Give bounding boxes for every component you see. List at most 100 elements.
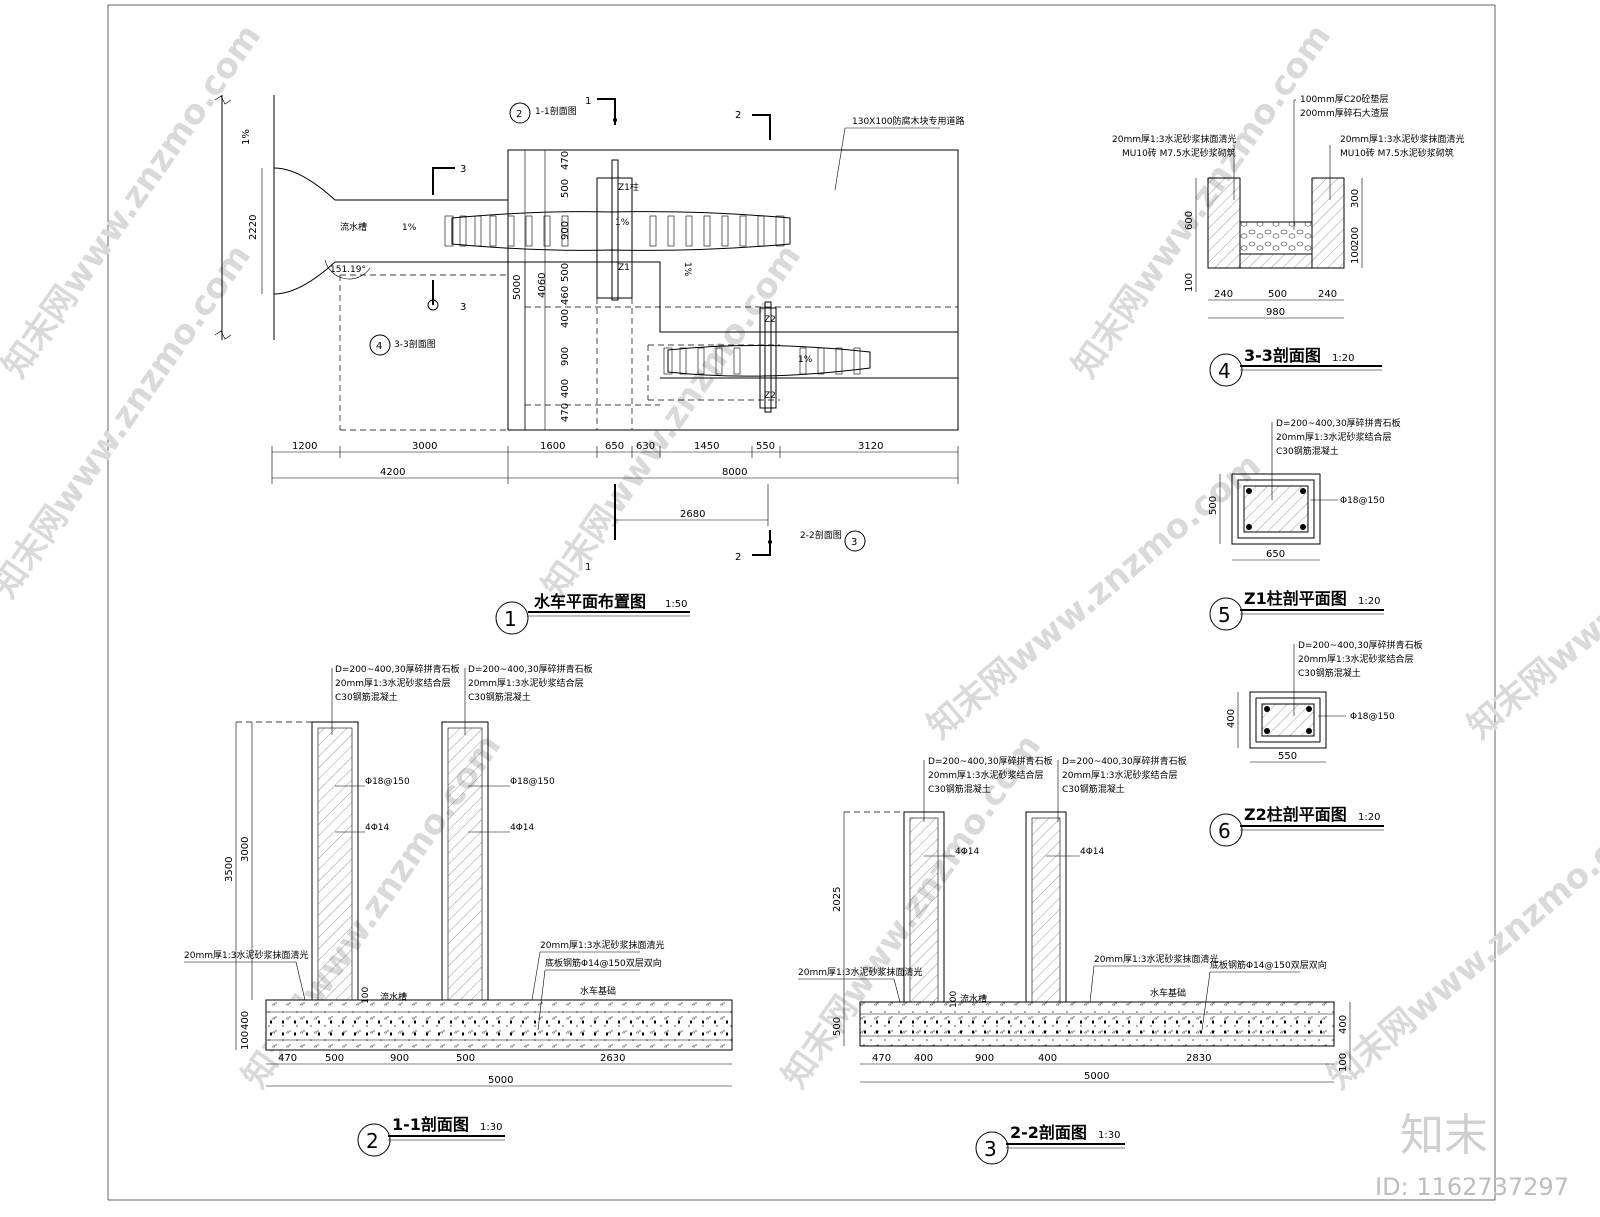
section-cut-3: 3 3 4 3-3剖面图 <box>369 164 466 356</box>
note: D=200~400,30厚碎拼青石板 <box>468 663 593 675</box>
note: D=200~400,30厚碎拼青石板 <box>928 755 1053 767</box>
note: 20mm厚1:3水泥砂浆结合层 <box>928 769 1043 781</box>
ref-bubble: 4 <box>376 341 382 352</box>
dim-label: 500 <box>560 179 571 198</box>
dim-label: 5000 <box>488 1075 513 1086</box>
wheel-paddles-1 <box>444 215 785 247</box>
image-id: ID: 1162737297 <box>1375 1173 1569 1201</box>
drawing-scale: 1:50 <box>665 599 687 610</box>
watermark: 知末网www.znzmo.com <box>535 237 809 605</box>
column-label: Z2 <box>764 391 776 401</box>
ref-bubble: 3 <box>851 537 857 548</box>
drawing-scale: 1:30 <box>480 1122 502 1133</box>
cut-label: 1 <box>585 96 591 107</box>
dim-label: 4060 <box>537 273 548 298</box>
dim-label: 470 <box>560 151 571 170</box>
dim-label: 470 <box>560 403 571 422</box>
note: C30钢筋混凝土 <box>928 783 991 795</box>
drawing-number: 2 <box>366 1129 379 1153</box>
drawing-title: 2-2剖面图 <box>1010 1123 1087 1142</box>
note: 水车基础 <box>580 985 616 997</box>
rebar-label: 4Φ14 <box>510 823 535 833</box>
dim-label: 550 <box>1278 751 1297 762</box>
drawing-title: 水车平面布置图 <box>534 592 646 611</box>
drawing-number: 4 <box>1218 359 1231 383</box>
angle-label: 151.19° <box>330 265 366 275</box>
drawing-title: 3-3剖面图 <box>1244 346 1321 365</box>
section-3-3: 100mm厚C20砼垫层 200mm厚碎石大渣层 20mm厚1:3水泥砂浆抹面清… <box>1112 93 1464 387</box>
dim-label: 100 <box>1350 245 1361 264</box>
rebar-label: 4Φ14 <box>955 847 980 857</box>
plan-view: 2220 1% 流水槽 1% 151.19° <box>214 95 965 635</box>
drawing-number: 5 <box>1218 603 1231 627</box>
watermark: 知末网www.znzmo.com <box>1065 17 1339 385</box>
rebar-dots <box>270 1020 728 1036</box>
slope-label: 1% <box>241 129 252 145</box>
note: C30钢筋混凝土 <box>468 691 531 703</box>
section-2-2: D=200~400,30厚碎拼青石板 20mm厚1:3水泥砂浆结合层 C30钢筋… <box>798 755 1351 1165</box>
drawing-scale: 1:20 <box>1332 353 1354 364</box>
note: D=200~400,30厚碎拼青石板 <box>335 663 460 675</box>
dim-label: 900 <box>390 1053 409 1064</box>
note: 底板钢筋Φ14@150双层双向 <box>1210 959 1327 971</box>
rebar-label: Φ18@150 <box>1350 712 1395 722</box>
dim-label: 470 <box>872 1053 891 1064</box>
note: 20mm厚1:3水泥砂浆抹面清光 <box>1112 133 1236 145</box>
drawing-number: 1 <box>504 607 517 631</box>
column-label: Z2 <box>764 315 776 325</box>
channel-label: 流水槽 <box>340 221 367 233</box>
watermark: 知末网www.znzmo.com <box>0 237 259 605</box>
dim-label: 500 <box>456 1053 475 1064</box>
dim-label: 100 <box>361 987 371 1004</box>
slope-label: 1% <box>402 223 417 233</box>
note: 20mm厚1:3水泥砂浆抹面清光 <box>1340 133 1464 145</box>
rebar-label: 4Φ14 <box>365 823 390 833</box>
board-label: 130X100防腐木块专用道路 <box>852 115 965 127</box>
note: 200mm厚碎石大渣层 <box>1300 107 1389 119</box>
dim-label: 400 <box>1226 709 1237 728</box>
rebar-label: 4Φ14 <box>1080 847 1105 857</box>
note: MU10砖 M7.5水泥砂浆砌筑 <box>1122 147 1236 159</box>
dim-label: 500 <box>325 1053 344 1064</box>
drawing-number: 6 <box>1218 819 1231 843</box>
ref-bubble: 2 <box>516 109 522 120</box>
note: 水车基础 <box>1150 987 1186 999</box>
note: C30钢筋混凝土 <box>1298 667 1361 679</box>
slope-label: 1% <box>798 355 813 365</box>
dim-label: 400 <box>560 379 571 398</box>
note: 20mm厚1:3水泥砂浆抹面清光 <box>798 966 922 978</box>
rebar-label: Φ18@150 <box>510 777 555 787</box>
dim-label: 650 <box>605 441 624 452</box>
note: C30钢筋混凝土 <box>1276 445 1339 457</box>
ref-label: 2-2剖面图 <box>800 529 842 541</box>
watermark: 知末网www.znzmo.com <box>920 445 1269 747</box>
dim-label: 2630 <box>600 1053 625 1064</box>
section-cut-1: 1 1 2 1-1剖面图 <box>509 96 617 573</box>
note: 20mm厚1:3水泥砂浆抹面清光 <box>1094 953 1218 965</box>
dim-label: 240 <box>1214 289 1233 300</box>
dim-label: 900 <box>560 221 571 240</box>
note: 20mm厚1:3水泥砂浆结合层 <box>1298 653 1413 665</box>
section-cut-2: 2 2 2-2剖面图 3 <box>735 110 866 563</box>
note: 流水槽 <box>960 993 987 1005</box>
dim-label: 500 <box>1268 289 1287 300</box>
note: 20mm厚1:3水泥砂浆抹面清光 <box>184 949 308 961</box>
wheel-paddles-2 <box>663 347 861 375</box>
note: 20mm厚1:3水泥砂浆结合层 <box>1062 769 1177 781</box>
dim-label: 300 <box>1350 189 1361 208</box>
cut-label: 3 <box>460 164 466 175</box>
dim-label: 3000 <box>240 837 251 862</box>
dim-label: 240 <box>1318 289 1337 300</box>
rebar-label: Φ18@150 <box>1340 496 1385 506</box>
note: D=200~400,30厚碎拼青石板 <box>1298 639 1423 651</box>
dim-label: 980 <box>1266 307 1285 318</box>
dim-label: 2830 <box>1186 1053 1211 1064</box>
section-1-1: D=200~400,30厚碎拼青石板 20mm厚1:3水泥砂浆结合层 C30钢筋… <box>184 663 733 1157</box>
dim-label: 100 <box>949 991 959 1008</box>
dim-label: 2680 <box>680 509 705 520</box>
cut-label: 2 <box>735 110 741 121</box>
watermark: 知末网www.znzmo.com <box>1320 795 1600 1097</box>
dim-label: 500 <box>560 263 571 282</box>
section-z1: D=200~400,30厚碎拼青石板 20mm厚1:3水泥砂浆结合层 C30钢筋… <box>1208 417 1401 631</box>
